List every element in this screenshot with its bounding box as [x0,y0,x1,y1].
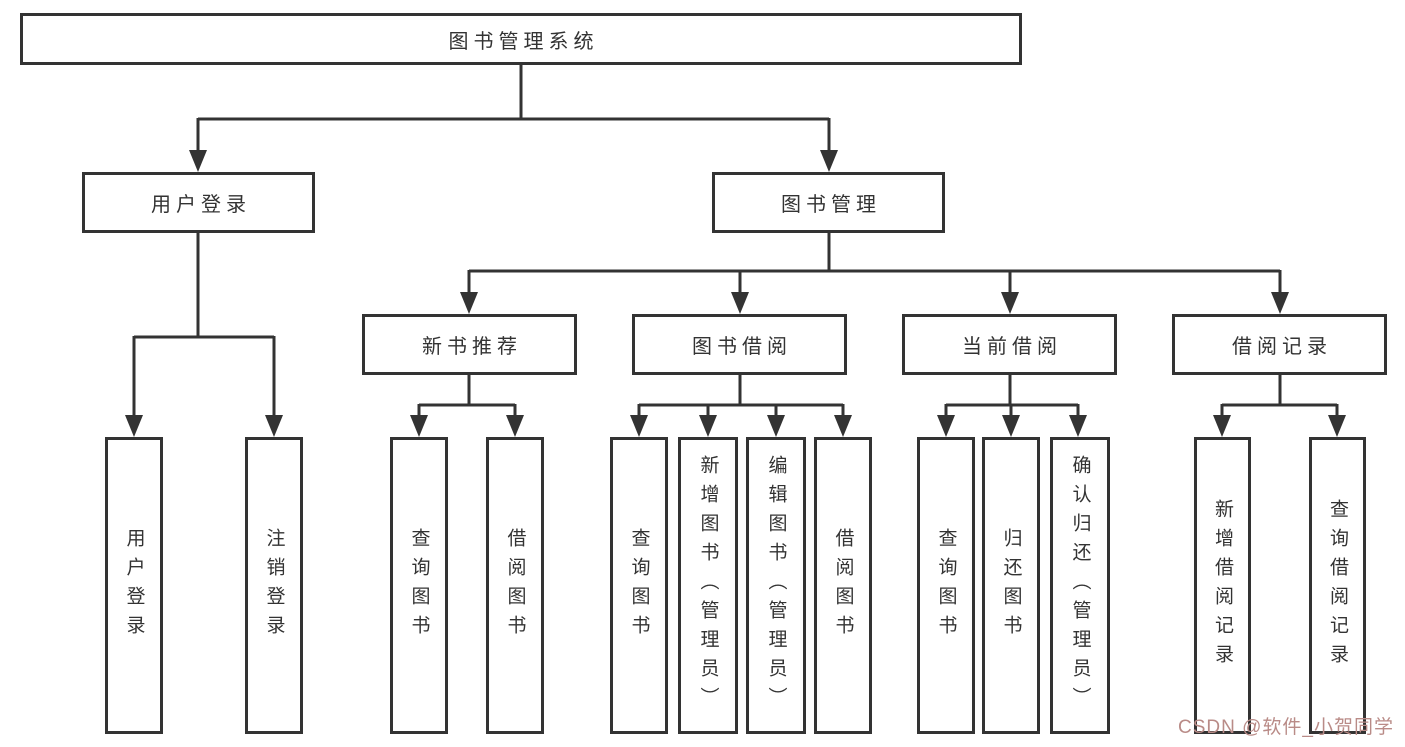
leaf-user-login: 用户登录 [105,437,163,734]
leaf-query-books-recommend: 查询图书 [390,437,448,734]
node-book-borrowing: 图书借阅 [632,314,847,375]
leaf-query-books-current: 查询图书 [917,437,975,734]
node-label: 借阅记录 [1232,336,1332,358]
node-label: 图书管理 [781,194,881,216]
csdn-watermark: CSDN @软件_小贺同学 [1178,717,1394,738]
leaf-add-borrow-record: 新增借阅记录 [1194,437,1251,734]
node-label: 用户登录 [123,527,145,644]
node-label: 确认归还（管理员） [1069,455,1091,716]
node-label: 图书借阅 [692,336,792,358]
node-label: 归还图书 [1000,527,1022,644]
node-new-book-recommend: 新书推荐 [362,314,577,375]
node-user-login: 用户登录 [82,172,315,233]
node-label: 查询图书 [628,527,650,644]
node-label: 新书推荐 [422,336,522,358]
node-label: 注销登录 [263,527,285,644]
node-label: 查询图书 [935,527,957,644]
node-label: 用户登录 [151,194,251,216]
leaf-logout: 注销登录 [245,437,303,734]
leaf-borrow-books-borrowing: 借阅图书 [814,437,872,734]
node-label: 新增借阅记录 [1212,498,1233,673]
node-label: 借阅图书 [832,527,854,644]
leaf-add-book-admin: 新增图书（管理员） [678,437,738,734]
node-label: 图书管理系统 [448,30,599,53]
leaf-return-books: 归还图书 [982,437,1040,734]
leaf-confirm-return-admin: 确认归还（管理员） [1050,437,1110,734]
node-label: 当前借阅 [962,336,1062,358]
node-label: 编辑图书（管理员） [765,455,787,716]
leaf-query-books-borrowing: 查询图书 [610,437,668,734]
node-current-borrowing: 当前借阅 [902,314,1117,375]
leaf-edit-book-admin: 编辑图书（管理员） [746,437,806,734]
leaf-borrow-books-recommend: 借阅图书 [486,437,544,734]
leaf-query-borrow-record: 查询借阅记录 [1309,437,1366,734]
node-library-system: 图书管理系统 [20,13,1022,65]
node-label: 查询借阅记录 [1327,498,1348,673]
node-label: 新增图书（管理员） [697,455,719,716]
node-book-management: 图书管理 [712,172,945,233]
node-label: 查询图书 [408,527,430,644]
node-label: 借阅图书 [504,527,526,644]
node-borrowing-records: 借阅记录 [1172,314,1387,375]
